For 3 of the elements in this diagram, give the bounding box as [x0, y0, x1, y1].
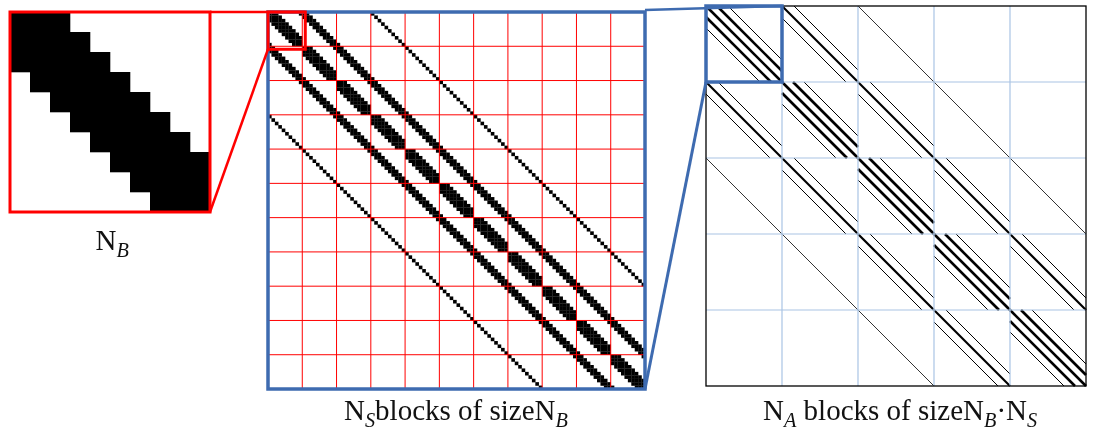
matrix-caption: N$_{S}$blocks of sizeN$_{B}$	[344, 395, 568, 432]
block-size-label: N$_{B}$	[95, 225, 129, 262]
matrix-caption: N$_{A}$ blocks of sizeN$_{B}$·N$_{S}$	[763, 395, 1038, 432]
